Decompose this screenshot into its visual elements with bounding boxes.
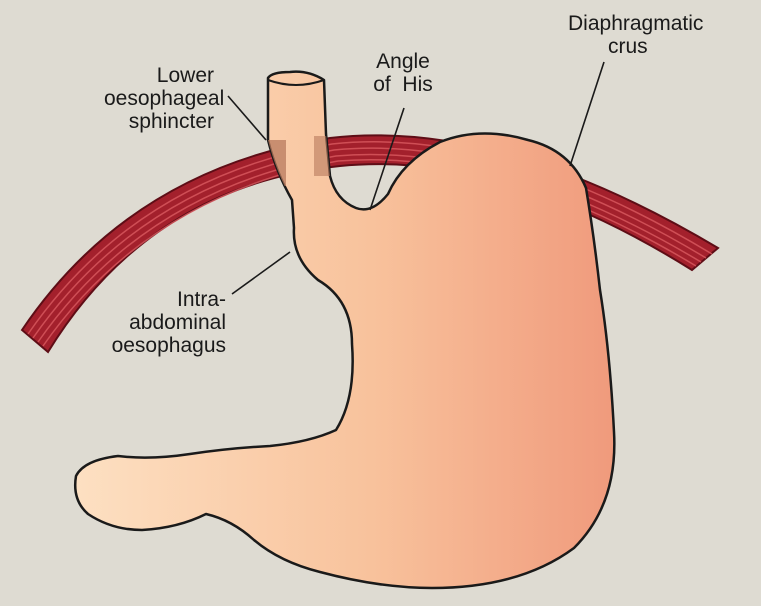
leader-line-intra-abdominal-oesophagus bbox=[232, 252, 290, 294]
label-intra-abdominal-oesophagus: Intra- abdominal oesophagus bbox=[100, 288, 226, 357]
label-angle-of-his: Angle of His bbox=[358, 50, 448, 96]
label-lower-oesophageal-sphincter: Lower oesophageal sphincter bbox=[104, 64, 214, 133]
label-diaphragmatic-crus: Diaphragmatic crus bbox=[568, 12, 753, 58]
leader-line-diaphragmatic-crus bbox=[570, 62, 604, 166]
leader-line-lower-oesophageal-sphincter bbox=[228, 96, 266, 140]
